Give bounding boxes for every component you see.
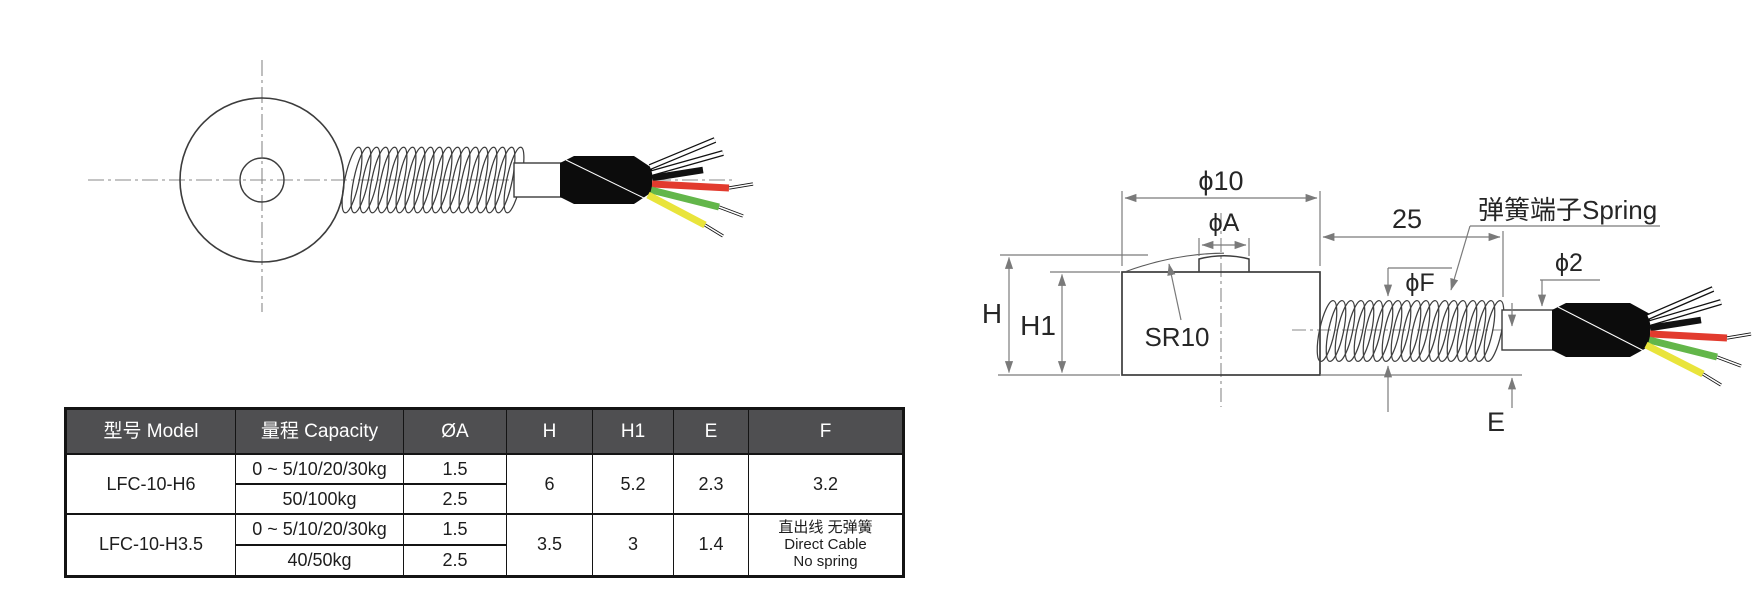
spec-table-header-row: 型号 Model 量程 Capacity ØA H H1 E F [65,407,904,455]
f-line-en1: Direct Cable [784,536,867,554]
header-f: F [748,407,904,455]
header-oa: ØA [403,407,507,455]
front-spring-coil [341,146,525,214]
cell-capacity-2b: 40/50kg [235,544,404,577]
dim-phiF-label: ϕF [1405,269,1434,297]
dim-25-label: 25 [1392,204,1422,234]
side-wires [1644,286,1752,387]
dim-phi10-label: ϕ10 [1198,166,1243,196]
spec-table: 型号 Model 量程 Capacity ØA H H1 E F LFC-10-… [64,407,905,578]
f-line-en2: No spring [793,553,858,571]
table-row: LFC-10-H6 0 ~ 5/10/20/30kg 1.5 6 5.2 2.3… [65,453,904,515]
cell-model-1: LFC-10-H6 [65,453,236,515]
dim-SR10-label: SR10 [1144,322,1209,352]
cell-e-2: 1.4 [673,513,749,577]
front-wire-red [651,180,730,192]
spec-table-container: 型号 Model 量程 Capacity ØA H H1 E F LFC-10-… [64,407,905,578]
cell-oa-2a: 1.5 [403,513,507,546]
side-spring-coil [1316,300,1505,362]
side-wire-green [1648,336,1718,361]
cell-e-1: 2.3 [673,453,749,515]
cell-capacity-1b: 50/100kg [235,483,404,515]
dim-phiA-label: ϕA [1209,209,1240,237]
table-row: LFC-10-H3.5 0 ~ 5/10/20/30kg 1.5 3.5 3 1… [65,513,904,577]
side-view-drawing: ϕ10 ϕA 25 弹簧端子Spring ϕF ϕ2 H H1 SR10 E [982,166,1752,437]
front-view-drawing [88,60,754,312]
cell-oa-1b: 2.5 [403,483,507,515]
table-row: 40/50kg 2.5 [66,544,904,577]
side-cable [1501,309,1555,351]
side-sleeve-highlight [1557,306,1647,353]
dim-E-label: E [1487,407,1505,437]
cell-f-1: 3.2 [748,453,904,515]
dim-H-label: H [982,298,1002,329]
side-dimension-labels: ϕ10 ϕA 25 弹簧端子Spring ϕF ϕ2 H H1 SR10 E [982,166,1657,437]
front-sleeve-highlight [565,159,649,201]
cell-h1-1: 5.2 [592,453,674,515]
header-capacity: 量程 Capacity [235,407,404,455]
cell-h-1: 6 [506,453,593,515]
front-cable [513,162,563,198]
side-dimensions [998,191,1660,412]
cell-oa-1a: 1.5 [403,453,507,485]
front-wire-yellow [646,191,707,229]
cell-model-2: LFC-10-H3.5 [65,513,236,577]
cell-capacity-2a: 0 ~ 5/10/20/30kg [235,513,404,546]
front-wires [646,137,754,238]
cell-h1-2: 3 [592,513,674,577]
side-load-button [1198,255,1250,272]
front-wire-green [650,186,720,211]
f-line-cn: 直出线 无弹簧 [778,519,873,537]
side-body [1121,271,1321,376]
header-h: H [506,407,593,455]
cell-f-2: 直出线 无弹簧 Direct Cable No spring [748,513,904,577]
cell-capacity-1a: 0 ~ 5/10/20/30kg [235,453,404,485]
cell-h-2: 3.5 [506,513,593,577]
header-h1: H1 [592,407,674,455]
side-wire-yellow [1644,341,1705,378]
header-model: 型号 Model [65,407,236,455]
cell-oa-2b: 2.5 [403,544,507,577]
front-center-hole [239,157,285,203]
front-wire-black [651,166,704,182]
front-body-outline [179,97,345,263]
side-wire-black [1649,316,1702,332]
table-row: 50/100kg 2.5 [66,483,904,515]
sr10-sphere-arc [1125,252,1225,273]
dim-H1-label: H1 [1020,310,1056,341]
side-wire-red [1649,330,1728,342]
spring-terminal-label: 弹簧端子Spring [1478,195,1657,225]
dim-phi2-label: ϕ2 [1555,249,1583,277]
header-e: E [673,407,749,455]
